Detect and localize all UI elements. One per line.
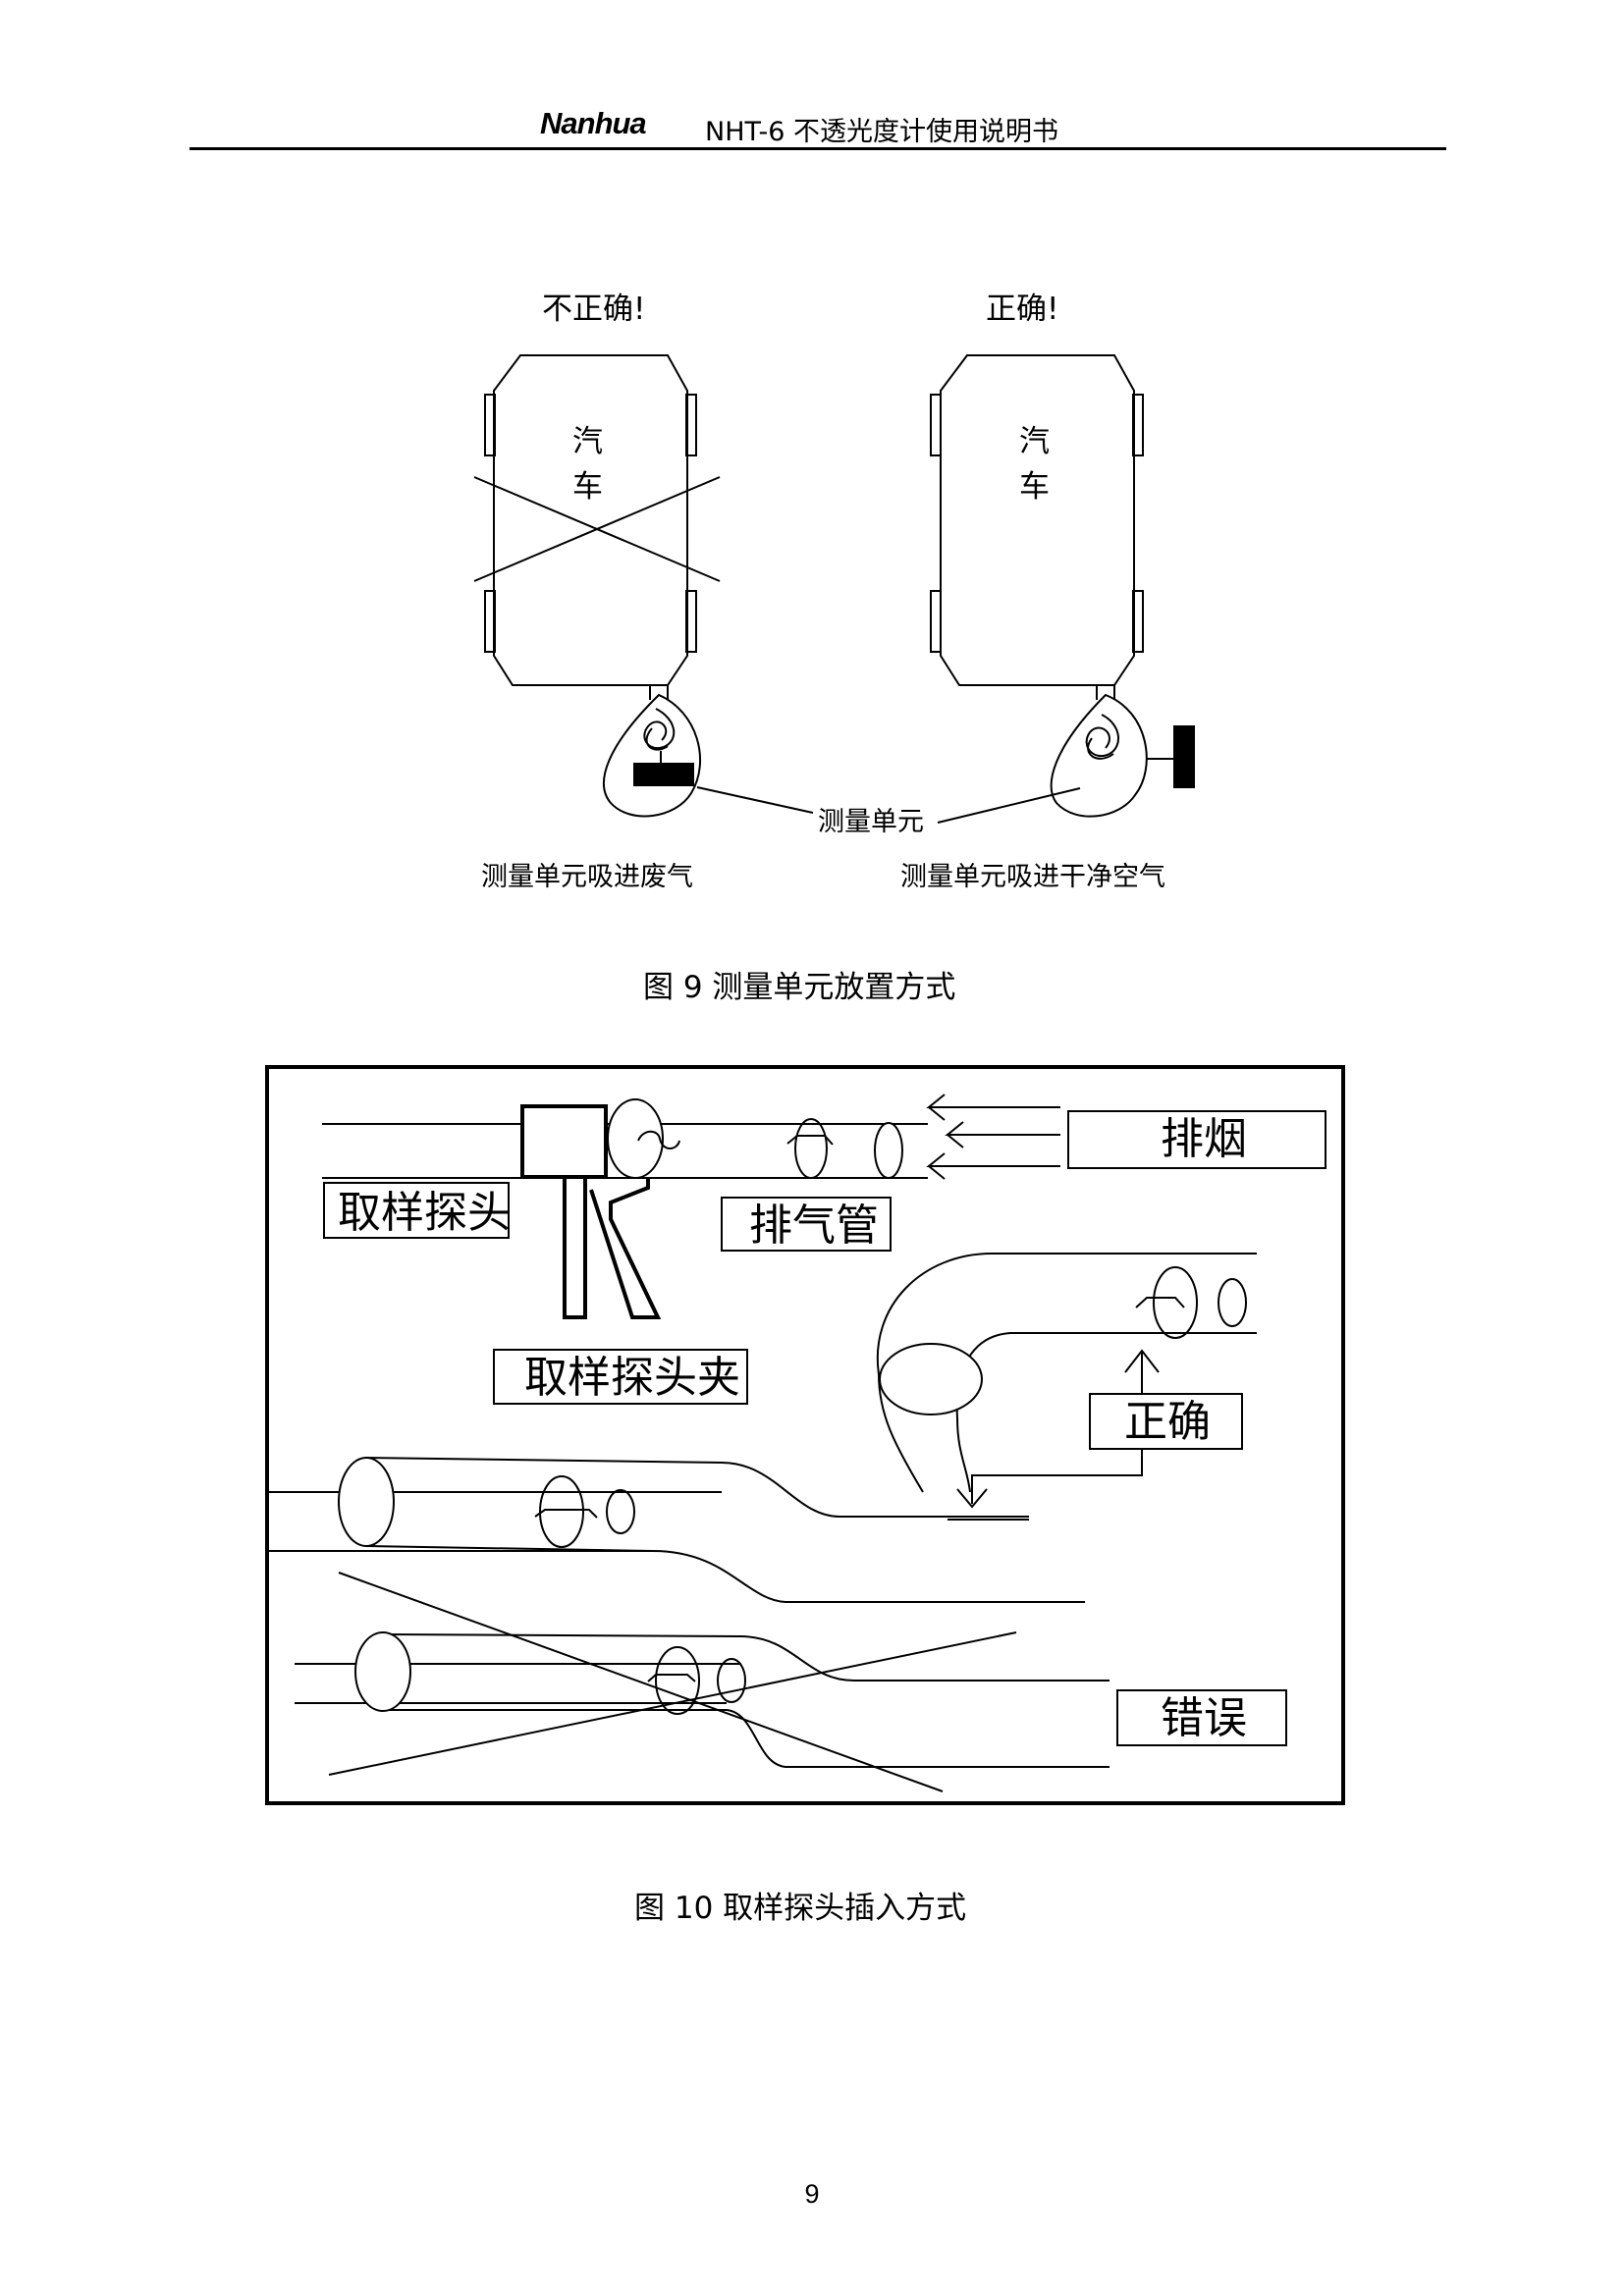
leader-line-left [696,786,814,814]
correct-title: 正确! [986,292,1058,327]
sampling-probe-box [323,1182,510,1239]
exhaust-plume-right [1050,685,1195,818]
page-number: 9 [804,2179,820,2209]
incorrect-title: 不正确! [542,292,645,327]
cross-line-2 [473,476,721,582]
car-label-1b: 汽 [1019,424,1050,459]
car-right: 汽 车 [930,354,1144,686]
sampling-probe-label: 取样探头 [338,1188,511,1238]
exhaust-plume-left [603,685,701,818]
figure-10: 排烟 取样探头 排气管 取样探头夹 正确 错误 [265,1065,1345,1805]
figure-10-caption: 图 10 取样探头插入方式 [634,1891,967,1926]
wrong-label: 错误 [1161,1693,1247,1743]
figure-10-frame [265,1065,1345,1805]
exhaust-pipe-box [721,1197,892,1252]
exhaust-pipe-bottom [295,1572,1110,1792]
header-divider [189,147,1446,150]
probe-clamp-box [493,1349,748,1405]
measuring-unit-label: 测量单元 [818,807,924,837]
document-title: NHT-6 不透光度计使用说明书 [705,117,1059,147]
wrong-box [1116,1689,1287,1746]
car-label-2b: 车 [1019,469,1050,505]
figure-9-caption: 图 9 测量单元放置方式 [643,970,956,1005]
figure-9: 不正确! 正确! 汽 车 [473,292,1195,892]
exhaust-smoke-label: 排烟 [1161,1114,1247,1164]
correct-label: 正确 [1124,1397,1211,1447]
wrong-cross-1 [338,1572,944,1792]
measuring-unit-left [633,763,694,786]
exhaust-pipe-label: 排气管 [749,1201,879,1251]
car-label-2: 车 [572,469,603,505]
brand-logo: Nanhua [540,106,647,140]
incorrect-caption: 测量单元吸进废气 [481,862,693,892]
exhaust-pipe-bent [876,1253,1257,1521]
correct-box [1089,1393,1243,1450]
car-left: 汽 车 [473,354,721,686]
leader-line-right [937,787,1081,824]
measuring-unit-right [1173,725,1195,788]
exhaust-smoke-box [1067,1110,1326,1169]
exhaust-pipe-middle [267,1457,1085,1603]
car-label-1: 汽 [572,424,603,459]
wrong-cross-2 [328,1631,1017,1776]
correct-caption: 测量单元吸进干净空气 [900,862,1165,892]
exhaust-pipe-top [322,1094,1060,1180]
sampling-probe [520,1104,662,1319]
probe-clamp-label: 取样探头夹 [524,1353,740,1403]
